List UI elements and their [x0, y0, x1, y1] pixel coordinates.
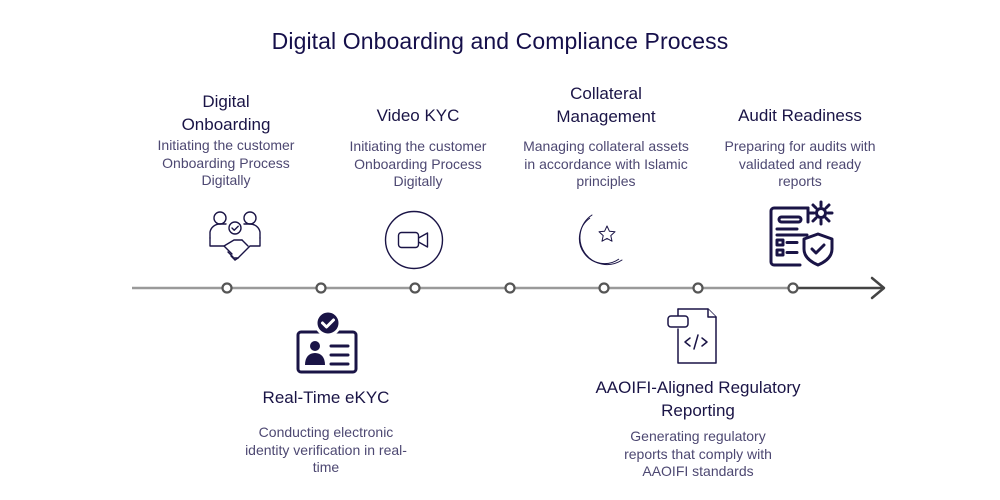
step-aaoifi-regulatory-reporting: AAOIFI-Aligned Regulatory Reporting Gene… — [580, 376, 816, 481]
step-description: Managing collateral assets in accordance… — [523, 138, 689, 189]
step-description: Conducting electronic identity verificat… — [245, 424, 407, 475]
step-description: Generating regulatory reports that compl… — [624, 428, 772, 479]
step-description: Preparing for audits with validated and … — [724, 138, 876, 189]
step-digital-onboarding: Digital Onboarding Initiating the custom… — [140, 90, 312, 190]
step-real-time-ekyc: Real-Time eKYC Conducting electronic ide… — [236, 386, 416, 477]
verified-id-card-icon — [296, 310, 360, 374]
video-camera-icon — [384, 210, 444, 270]
step-title: Real-Time eKYC — [262, 388, 390, 407]
step-title: AAOIFI-Aligned Regulatory Reporting — [595, 378, 801, 420]
timeline-node — [504, 282, 516, 294]
crescent-star-icon — [570, 212, 630, 270]
timeline-node — [315, 282, 327, 294]
timeline-node — [221, 282, 233, 294]
step-description: Initiating the customer Onboarding Proce… — [349, 138, 487, 189]
step-description: Initiating the customer Onboarding Proce… — [157, 137, 295, 188]
timeline-node — [692, 282, 704, 294]
step-collateral-management: Collateral Management Managing collatera… — [520, 82, 692, 191]
step-audit-readiness: Audit Readiness Preparing for audits wit… — [714, 104, 886, 191]
step-video-kyc: Video KYC Initiating the customer Onboar… — [332, 104, 504, 191]
timeline-node — [787, 282, 799, 294]
page-title: Digital Onboarding and Compliance Proces… — [271, 28, 729, 54]
step-title: Video KYC — [376, 106, 460, 125]
step-title: Collateral Management — [556, 84, 656, 126]
audit-report-shield-icon — [768, 198, 838, 268]
step-title: Audit Readiness — [738, 106, 862, 125]
handshake-team-icon — [206, 208, 264, 266]
step-title: Digital Onboarding — [181, 92, 271, 134]
timeline-node — [409, 282, 421, 294]
timeline-node — [598, 282, 610, 294]
timeline-arrowhead — [870, 276, 886, 300]
code-document-icon — [666, 307, 722, 365]
